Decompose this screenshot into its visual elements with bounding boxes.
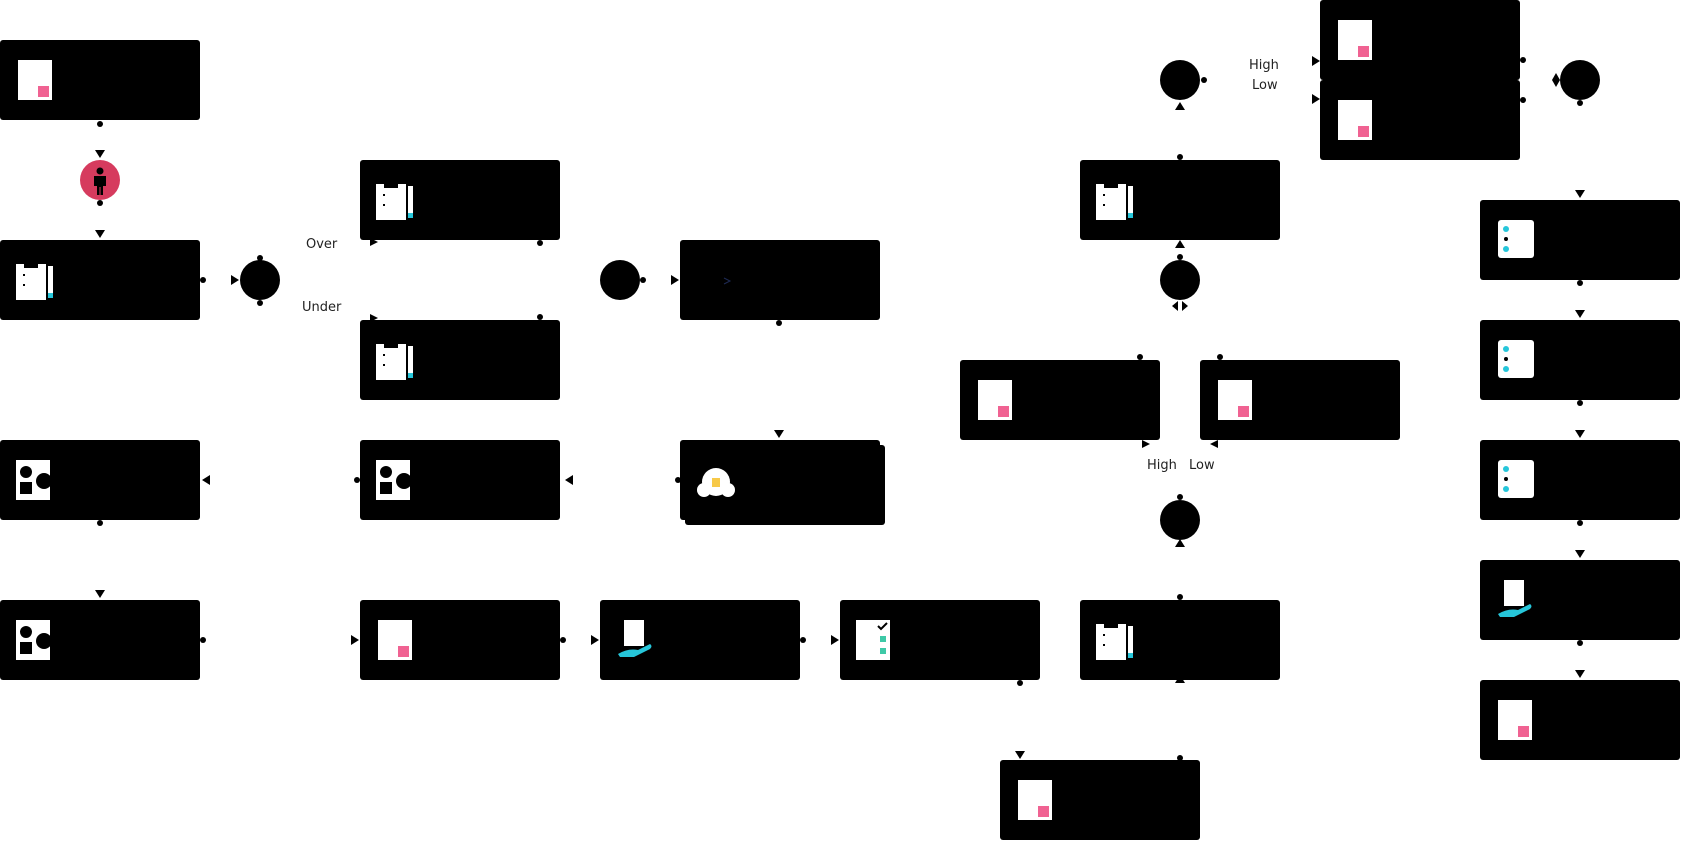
task-hand-document-1[interactable] [600, 600, 800, 680]
task-shapes-2[interactable] [0, 600, 200, 680]
list-icon [1496, 460, 1536, 500]
task-document-high[interactable] [960, 360, 1160, 440]
task-compare[interactable] [680, 240, 880, 320]
task-clipboard-1[interactable] [0, 240, 200, 320]
gateway-right[interactable] [1560, 60, 1600, 100]
edge-label-high-mid: High [1147, 458, 1177, 473]
task-hand-document-2[interactable] [1480, 560, 1680, 640]
start-event[interactable] [80, 160, 120, 200]
task-document-bottom[interactable] [1000, 760, 1200, 840]
clipboard-pencil-icon [16, 260, 56, 300]
task-shapes-1[interactable] [0, 440, 200, 520]
connector-dots [97, 57, 1583, 761]
document-icon [376, 620, 416, 660]
clipboard-pencil-icon [376, 340, 416, 380]
checklist-icon [856, 620, 896, 660]
task-document-2[interactable] [360, 600, 560, 680]
task-list-2[interactable] [1480, 320, 1680, 400]
gateway-top[interactable] [1160, 60, 1200, 100]
edge-label-low-mid: Low [1189, 458, 1215, 473]
edge-label-under: Under [302, 300, 342, 315]
hand-document-icon [1496, 580, 1536, 620]
edge-label-low-top: Low [1252, 78, 1278, 93]
edge-label-high-top: High [1249, 58, 1279, 73]
task-document-top-high[interactable] [1320, 0, 1520, 80]
edge-label-over: Over [306, 237, 338, 252]
task-shapes-3[interactable] [360, 440, 560, 520]
task-list-3[interactable] [1480, 440, 1680, 520]
alert-bell-icon [696, 460, 736, 500]
document-icon [1336, 20, 1376, 60]
document-icon [1216, 380, 1256, 420]
task-alert[interactable] [680, 440, 880, 520]
task-document-end[interactable] [1480, 680, 1680, 760]
clipboard-pencil-icon [376, 180, 416, 220]
document-icon [1496, 700, 1536, 740]
clipboard-pencil-icon [1096, 180, 1136, 220]
document-icon [1016, 780, 1056, 820]
hand-document-icon [616, 620, 656, 660]
connector-arrows [95, 56, 1585, 759]
task-clipboard-bottom[interactable] [1080, 600, 1280, 680]
task-clipboard-under[interactable] [360, 320, 560, 400]
compare-icon [696, 260, 736, 300]
document-icon [16, 60, 56, 100]
shapes-icon [376, 460, 416, 500]
shapes-icon [16, 620, 56, 660]
gateway-over-under[interactable] [240, 260, 280, 300]
task-document-low[interactable] [1200, 360, 1400, 440]
list-icon [1496, 340, 1536, 380]
gateway-center[interactable] [1160, 260, 1200, 300]
person-icon [94, 167, 106, 195]
document-icon [1336, 100, 1376, 140]
shapes-icon [16, 460, 56, 500]
task-checklist[interactable] [840, 600, 1040, 680]
task-list-1[interactable] [1480, 200, 1680, 280]
clipboard-pencil-icon [1096, 620, 1136, 660]
gateway-high-low-mid[interactable] [1160, 500, 1200, 540]
task-clipboard-over[interactable] [360, 160, 560, 240]
task-clipboard-top[interactable] [1080, 160, 1280, 240]
task-document-top-low[interactable] [1320, 80, 1520, 160]
list-icon [1496, 220, 1536, 260]
task-document-1[interactable] [0, 40, 200, 120]
document-icon [976, 380, 1016, 420]
gateway-merge[interactable] [600, 260, 640, 300]
